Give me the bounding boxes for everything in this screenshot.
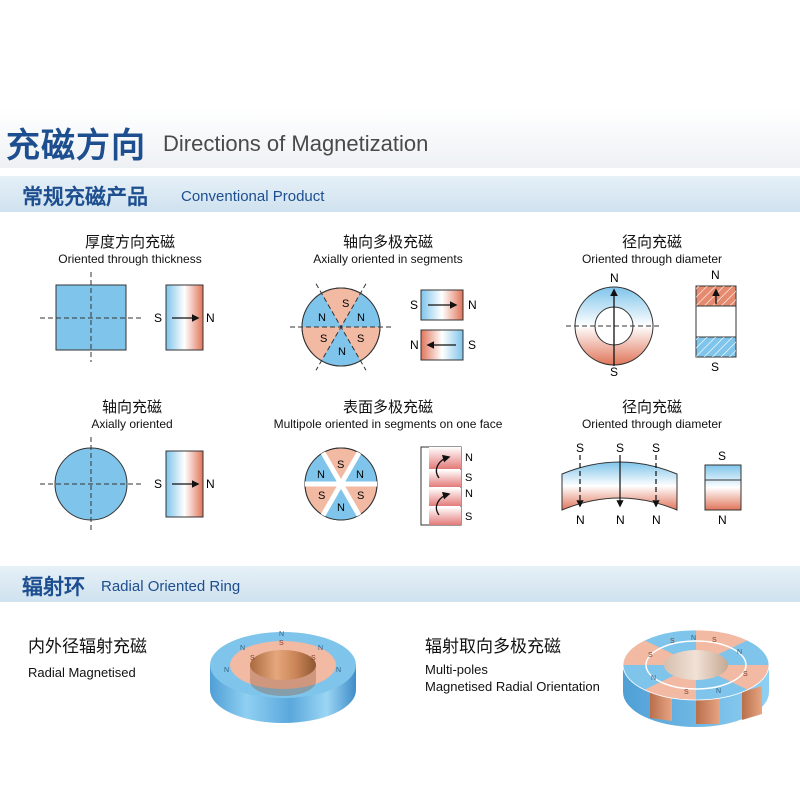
multipole-label-ll: S [318, 490, 325, 502]
multipole-label-lr: S [357, 490, 364, 502]
arc-side-south: S [718, 449, 726, 463]
caption-multipole-face-cn: 表面多极充磁 [342, 398, 433, 416]
main-title-chinese: 充磁方向 [6, 126, 146, 166]
section-title-conventional-cn: 常规充磁产品 [22, 185, 148, 209]
caption-diameter-cn: 径向充磁 [621, 233, 682, 251]
axial-seg-side-s2: S [468, 338, 476, 352]
radial-ring-s-1: S [279, 640, 284, 647]
radial-ring-s-2: S [250, 655, 255, 662]
radial-ring-n-2: N [240, 645, 245, 652]
multipole-arrow-1 [435, 454, 451, 479]
axial-seg-side-n1: N [468, 298, 477, 312]
radial-ring-n-3: N [318, 645, 323, 652]
arc-south-right: S [652, 441, 660, 455]
caption-multipole-face-en: Multipole oriented in segments on one fa… [273, 417, 503, 431]
multipole-ring-label-3: N [737, 649, 742, 656]
arc-side-north: N [718, 513, 727, 527]
diagram-axial-segments: S N N S S N S N N S [290, 283, 477, 371]
arc-north-center: N [616, 513, 625, 527]
arc-north-left: N [576, 513, 585, 527]
caption-thickness-en: Oriented through thickness [58, 252, 202, 266]
multipole-ring-label-1: N [691, 635, 696, 642]
multipole-ring-label-8: S [648, 652, 653, 659]
diagram-axial: S N [40, 437, 215, 530]
multipole-ring-label-4: S [743, 671, 748, 678]
multipole-ring-label-5: N [716, 688, 721, 695]
caption-axial-segments-en: Axially oriented in segments [313, 252, 463, 266]
section-bar-conventional [0, 176, 800, 212]
diameter-ring-north: N [610, 271, 619, 285]
multipole-label-ul: N [317, 469, 325, 481]
caption-multipole-ring-en-line2: Magnetised Radial Orientation [425, 679, 600, 694]
caption-axial-cn: 轴向充磁 [101, 398, 162, 416]
multipole-side-s2: S [465, 511, 472, 523]
multipole-ring-label-6: S [684, 689, 689, 696]
multipole-ring-bore [664, 650, 728, 680]
axial-north-label: N [206, 477, 215, 491]
diagram-diameter-ring: N S N S [566, 268, 737, 379]
multipole-blue-3 [323, 484, 359, 521]
axial-seg-side-s1: S [410, 298, 418, 312]
caption-diameter-arc-en: Oriented through diameter [581, 417, 723, 431]
multipole-ring-3d: N S N S N S N S S [622, 629, 770, 727]
multipole-label-top: S [337, 459, 344, 471]
axial-seg-label-ul: N [318, 312, 326, 324]
arc-north-right: N [652, 513, 661, 527]
caption-axial-segments-cn: 轴向多极充磁 [342, 233, 433, 251]
multipole-ring-label-2: S [712, 637, 717, 644]
axial-seg-label-bottom: N [338, 346, 346, 358]
arc-south-left: S [576, 441, 584, 455]
radial-ring-n-1: N [279, 631, 284, 638]
main-header-band [0, 108, 800, 168]
section-title-conventional-en: Conventional Product [181, 188, 325, 205]
section-title-radial-cn: 辐射环 [22, 575, 85, 599]
arc-side-view [704, 464, 742, 511]
multipole-side-n1: N [465, 452, 473, 464]
diameter-ring-side-south: S [711, 360, 719, 374]
thickness-south-label: S [154, 311, 162, 325]
multipole-ring-label-9: S [670, 638, 675, 645]
caption-radial-ring-cn: 内外径辐射充磁 [28, 637, 147, 657]
axial-seg-label-ur: N [357, 312, 365, 324]
radial-ring-bore [250, 650, 316, 680]
multipole-side-s1: S [465, 472, 472, 484]
caption-diameter-en: Oriented through diameter [581, 252, 723, 266]
axial-seg-label-top: S [342, 298, 349, 310]
radial-ring-n-5: N [336, 667, 341, 674]
caption-radial-ring-en: Radial Magnetised [28, 665, 136, 680]
diameter-ring-south: S [610, 365, 618, 379]
multipole-label-bottom: N [337, 502, 345, 514]
multipole-side-n2: N [465, 488, 473, 500]
main-title-english: Directions of Magnetization [163, 131, 429, 156]
caption-multipole-ring-cn: 辐射取向多极充磁 [425, 637, 561, 657]
axial-seg-label-lr: S [357, 333, 364, 345]
axial-seg-blue-3 [321, 327, 361, 367]
radial-ring-n-4: N [224, 667, 229, 674]
diagram-multipole-face: S N N S S N N S N S [304, 446, 473, 526]
radial-ring-3d: N N N N N S S S [210, 631, 356, 723]
diagram-thickness: S N [40, 272, 215, 362]
axial-seg-side-n2: N [410, 338, 419, 352]
caption-diameter-arc-cn: 径向充磁 [621, 398, 682, 416]
section-title-radial-en: Radial Oriented Ring [101, 578, 241, 595]
multipole-ring-label-7: N [651, 675, 656, 682]
axial-seg-label-ll: S [320, 333, 327, 345]
section-bar-radial [0, 566, 800, 602]
diameter-ring-side-north: N [711, 268, 720, 282]
caption-axial-en: Axially oriented [91, 417, 173, 431]
multipole-label-ur: N [356, 469, 364, 481]
diameter-ring-side-bore [695, 305, 737, 338]
axial-south-label: S [154, 477, 162, 491]
multipole-arrow-2 [435, 491, 451, 516]
caption-multipole-ring-en-line1: Multi-poles [425, 662, 488, 677]
radial-ring-s-3: S [311, 655, 316, 662]
caption-thickness-cn: 厚度方向充磁 [84, 233, 175, 251]
arc-south-center: S [616, 441, 624, 455]
thickness-north-label: N [206, 311, 215, 325]
diagram-diameter-arc: S S S N N N S N [561, 441, 742, 527]
